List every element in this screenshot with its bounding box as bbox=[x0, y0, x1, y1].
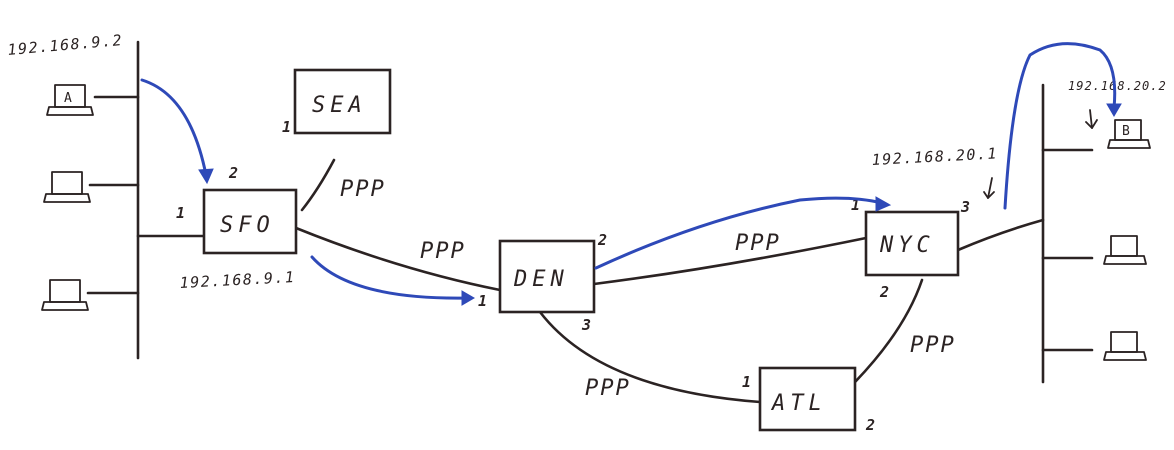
port-sea: 1 bbox=[282, 118, 291, 136]
router-atl-label: ATL bbox=[770, 391, 827, 416]
path-arrowhead-icon bbox=[198, 168, 214, 185]
path-arrowhead-icon bbox=[461, 290, 475, 306]
router-sfo: SFO bbox=[202, 188, 298, 255]
host-a-letter: A bbox=[64, 91, 72, 106]
link-den-atl bbox=[538, 310, 762, 404]
port-atl-den: 1 bbox=[742, 373, 751, 391]
link-sfo-den bbox=[294, 226, 502, 292]
link-den-nyc bbox=[592, 236, 868, 286]
ip-host-b: 192.168.20.2 bbox=[1068, 79, 1167, 93]
laptop-icon bbox=[41, 279, 89, 311]
pointer-arrowhead-nyc-if bbox=[983, 191, 995, 199]
laptop-icon bbox=[1103, 235, 1147, 265]
pointer-arrow-nyc-if bbox=[987, 177, 993, 199]
link-nyc-lan bbox=[956, 218, 1045, 252]
router-sea-label: SEA bbox=[312, 93, 367, 118]
pointer-arrowhead-host-b bbox=[1085, 119, 1098, 129]
ip-nyc-interface: 192.168.20.1 bbox=[871, 144, 998, 169]
ppp-label-sfo-den: PPP bbox=[420, 239, 466, 264]
port-nyc-den: 1 bbox=[851, 196, 860, 214]
port-nyc-atl: 2 bbox=[879, 283, 889, 301]
link-atl-nyc bbox=[853, 278, 924, 384]
port-den-nyc: 2 bbox=[597, 231, 607, 249]
port-den-sfo: 1 bbox=[478, 292, 487, 310]
ppp-label-den-atl: PPP bbox=[585, 376, 631, 401]
laptop-icon bbox=[43, 171, 91, 203]
laptop-icon: A bbox=[46, 84, 94, 116]
laptop-icon: B bbox=[1107, 119, 1151, 149]
port-den-atl: 3 bbox=[581, 316, 591, 334]
link-sfo-sea bbox=[300, 158, 336, 212]
ppp-label-atl-nyc: PPP bbox=[910, 333, 956, 358]
router-nyc: NYC bbox=[864, 210, 960, 277]
router-den: DEN bbox=[498, 239, 596, 314]
ppp-label-sfo-sea: PPP bbox=[340, 177, 386, 202]
path-arrowhead-icon bbox=[1106, 103, 1122, 117]
port-atl-nyc: 2 bbox=[865, 416, 875, 434]
pointer-arrow-host-b bbox=[1089, 109, 1093, 129]
ppp-label-den-nyc: PPP bbox=[735, 231, 781, 256]
ip-host-a: 192.168.9.2 bbox=[7, 31, 124, 59]
port-nyc-lan: 3 bbox=[960, 198, 970, 216]
path-arrow-den-to-nyc bbox=[594, 196, 884, 270]
port-sfo-top: 2 bbox=[228, 164, 238, 182]
ip-sfo-interface: 192.168.9.1 bbox=[179, 268, 296, 292]
router-den-label: DEN bbox=[513, 267, 569, 292]
path-arrow-nyc-to-host-b bbox=[1003, 42, 1117, 210]
path-arrow-sfo-to-den bbox=[310, 255, 470, 300]
router-nyc-label: NYC bbox=[879, 233, 935, 258]
router-sea: SEA bbox=[293, 68, 392, 135]
path-arrowhead-icon bbox=[875, 196, 892, 212]
host-b-letter: B bbox=[1122, 124, 1130, 139]
path-arrow-host-to-sfo bbox=[140, 78, 208, 177]
port-sfo-lan: 1 bbox=[176, 204, 185, 222]
router-sfo-label: SFO bbox=[220, 213, 275, 238]
laptop-icon bbox=[1103, 331, 1147, 361]
router-atl: ATL bbox=[758, 366, 857, 432]
